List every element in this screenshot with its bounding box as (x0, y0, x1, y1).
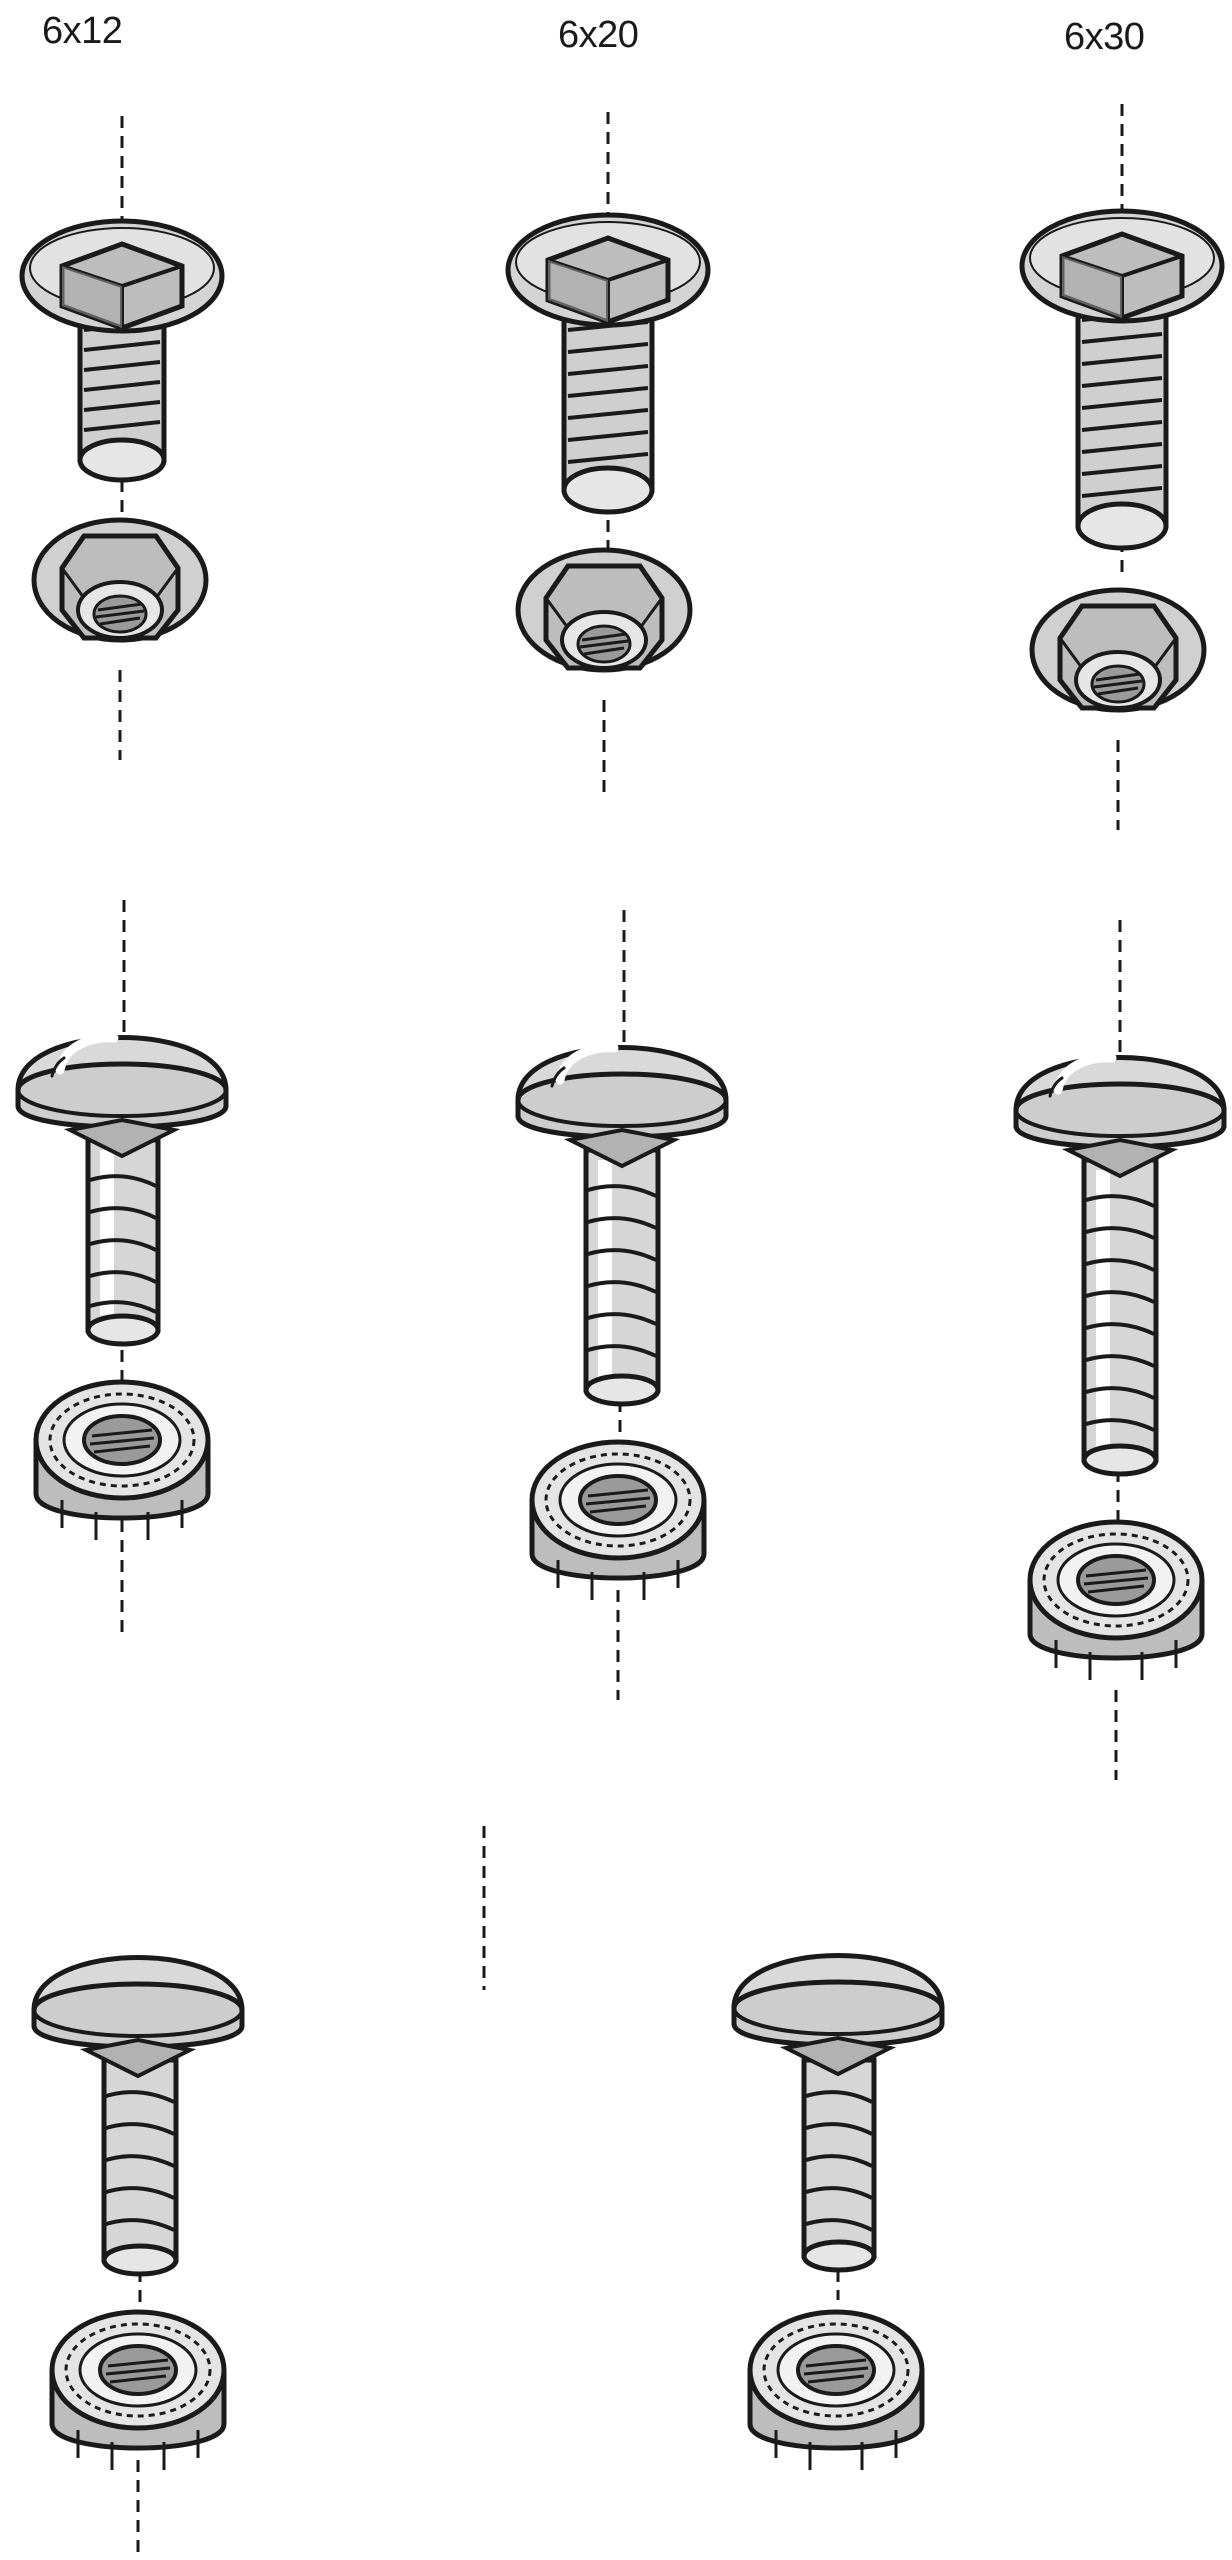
hex-flange-nut-icon (34, 520, 206, 640)
hex-flange-nut-icon (1032, 590, 1204, 710)
size-label-6x12: 6x12 (42, 10, 123, 52)
carriage-bolt-icon (734, 1956, 942, 2273)
serrated-flange-nut-icon (36, 1382, 208, 1540)
carriage-bolt-icon (34, 1958, 242, 2277)
carriage-bolt-icon (18, 1038, 226, 1347)
carriage-bolt-icon (1016, 1058, 1224, 1477)
size-label-6x20: 6x20 (558, 14, 639, 56)
axis-line-b2 (616, 910, 626, 1700)
hex-flange-nut-icon (518, 550, 690, 670)
serrated-flange-nut-icon (750, 2312, 922, 2470)
serrated-flange-nut-icon (52, 2312, 224, 2470)
size-label-6x30: 6x30 (1064, 16, 1145, 58)
serrated-flange-nut-icon (532, 1442, 704, 1600)
square-neck-bolt-icon (1022, 211, 1222, 551)
carriage-bolt-icon (518, 1048, 726, 1407)
square-neck-bolt-icon (508, 215, 708, 515)
square-neck-bolt-icon (22, 221, 222, 483)
serrated-flange-nut-icon (1030, 1522, 1202, 1680)
